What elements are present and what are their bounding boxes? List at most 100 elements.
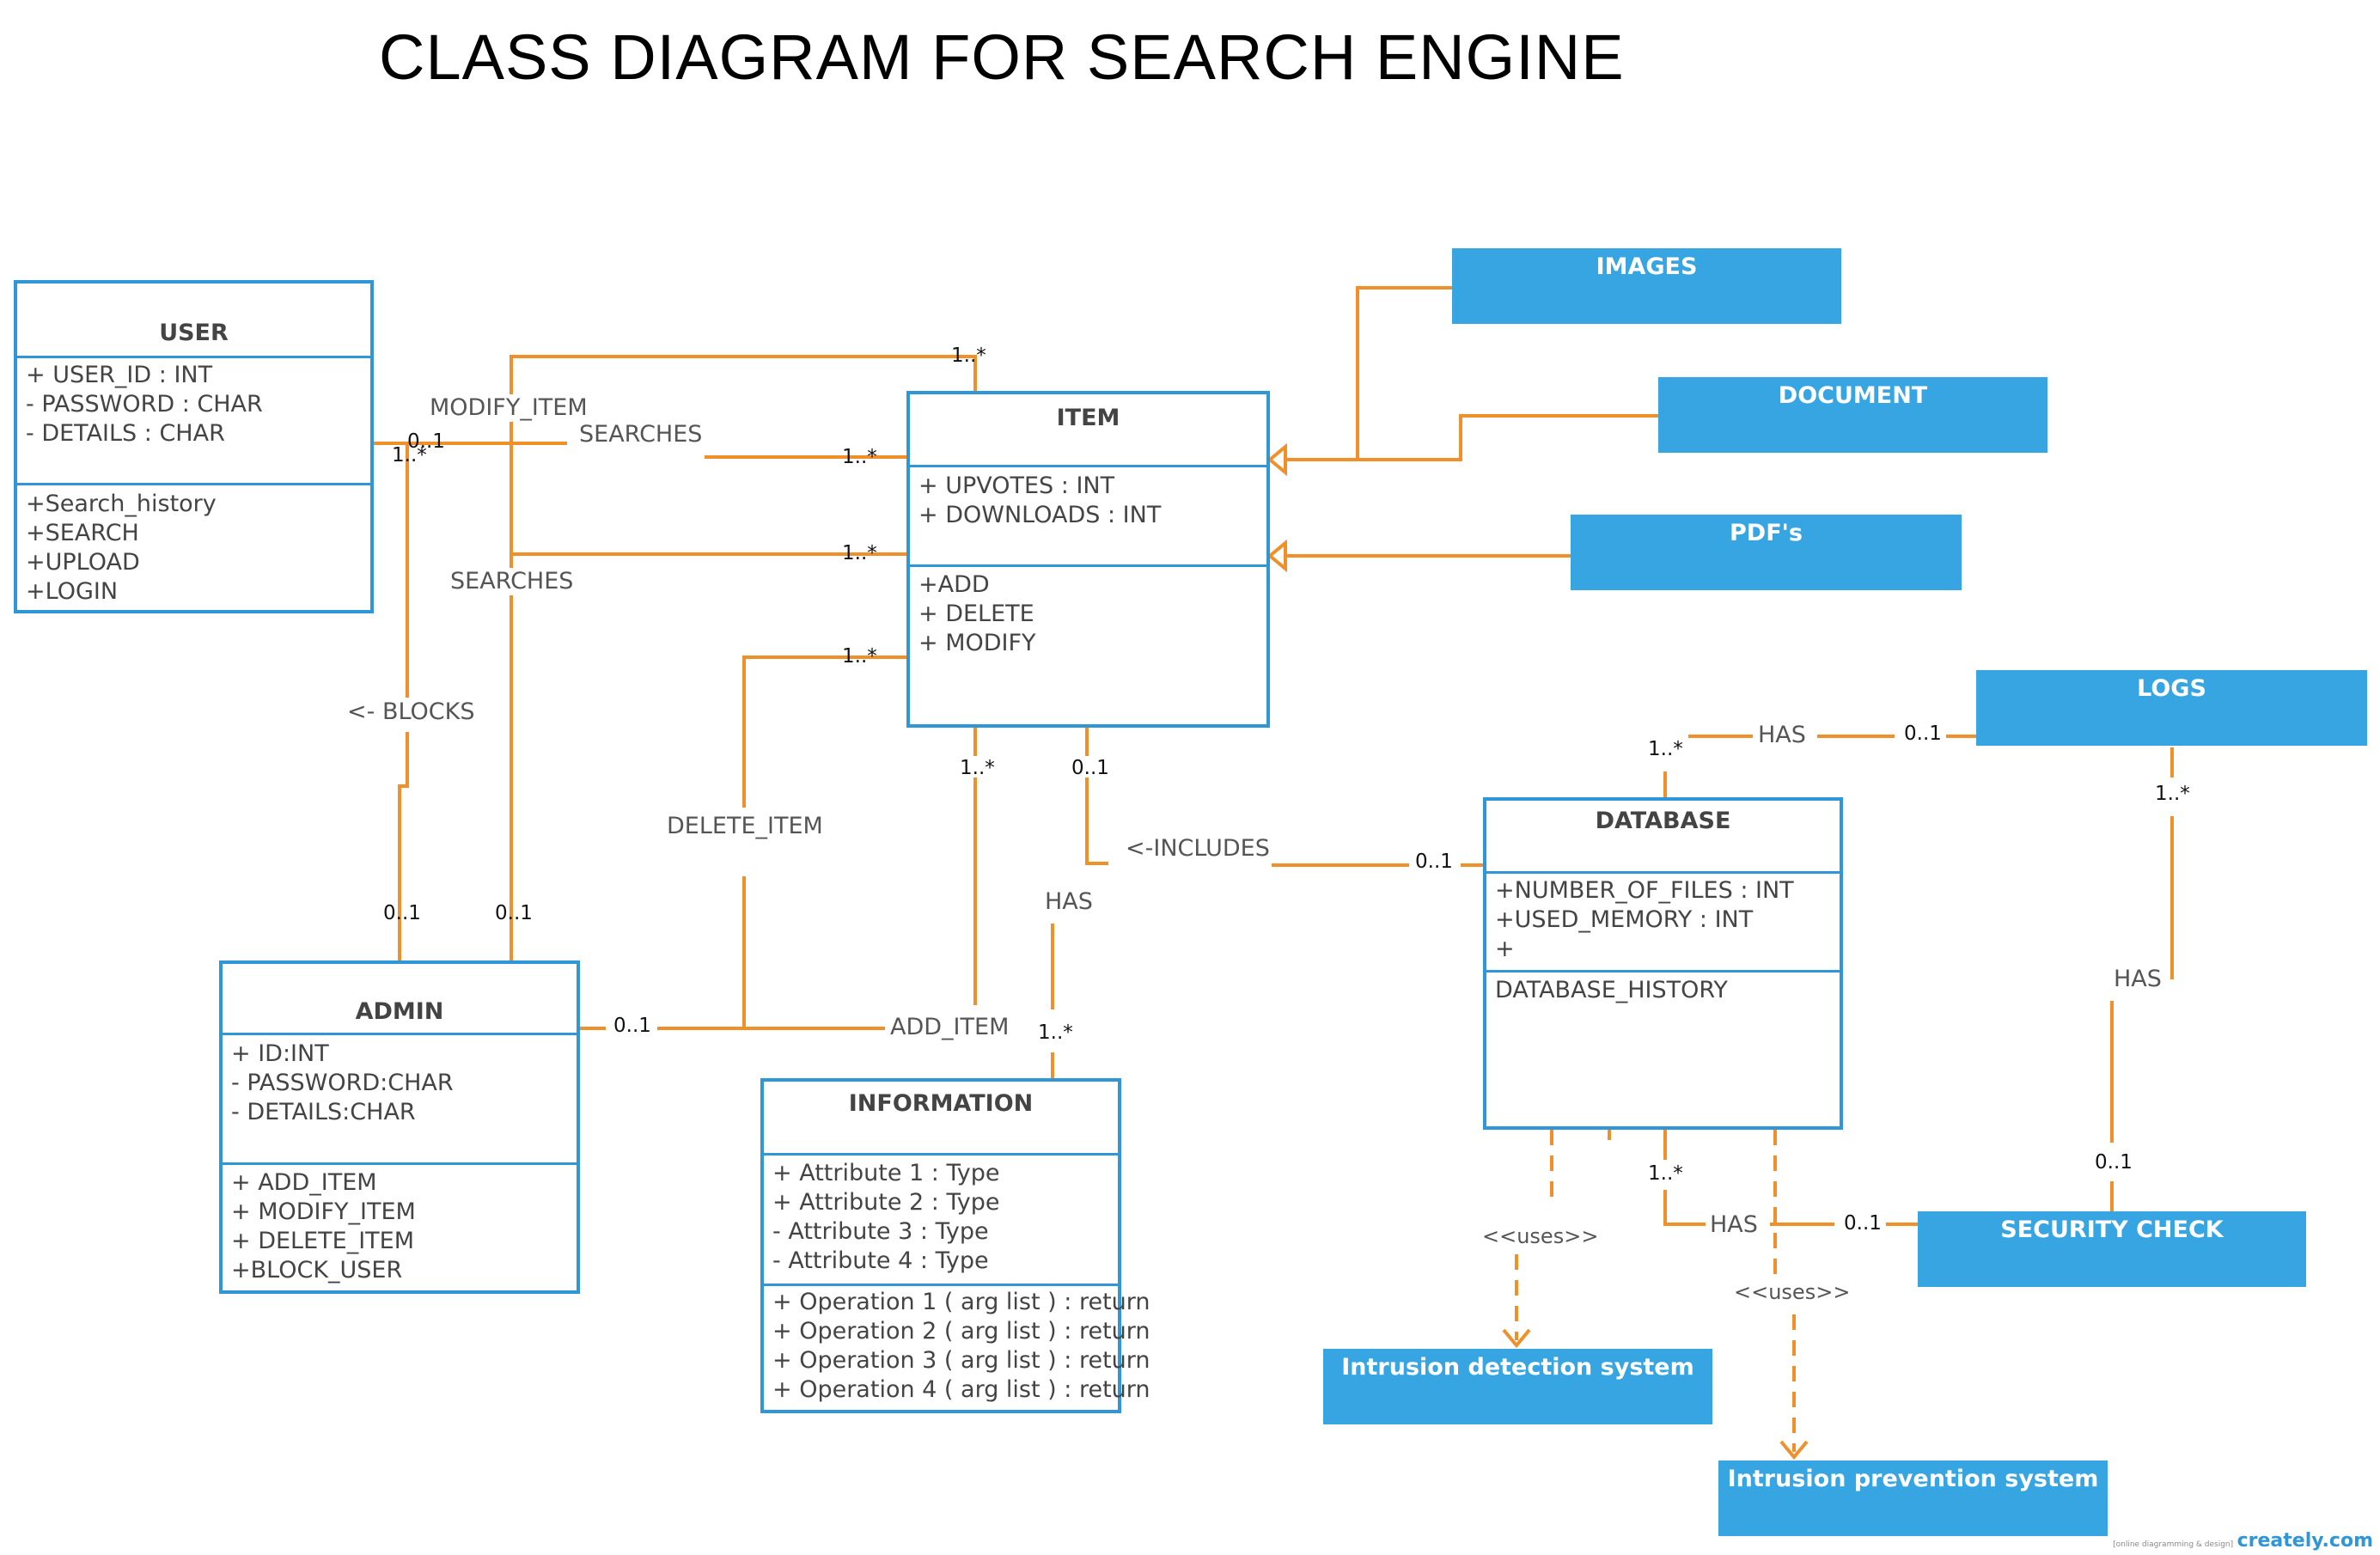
operation: +SEARCH xyxy=(26,520,139,546)
label-modify-item: MODIFY_ITEM xyxy=(426,394,591,422)
multiplicity: 0..1 xyxy=(1415,851,1453,873)
class-name: USER xyxy=(159,320,229,346)
multiplicity: 1..* xyxy=(842,645,877,668)
box-pdfs[interactable]: PDF's xyxy=(1571,515,1962,590)
operation: +UPLOAD xyxy=(26,549,140,576)
ids-arrowhead xyxy=(1502,1328,1531,1349)
class-name: ADMIN xyxy=(355,998,444,1025)
multiplicity: 1..* xyxy=(1038,1021,1073,1044)
ips-arrowhead xyxy=(1779,1440,1809,1460)
class-operations: +Search_history +SEARCH +UPLOAD +LOGIN xyxy=(26,490,217,607)
box-document[interactable]: DOCUMENT xyxy=(1658,377,2047,453)
images-item-generalization-line xyxy=(1356,286,1452,460)
multiplicity: 1..* xyxy=(1648,1162,1683,1185)
label-blocks: <- BLOCKS xyxy=(344,698,479,726)
multiplicity: 0..1 xyxy=(495,902,533,924)
class-attributes: + ID:INT - PASSWORD:CHAR - DETAILS:CHAR xyxy=(231,1040,454,1127)
user-admin-blocks-line-lower xyxy=(398,732,409,960)
class-divider xyxy=(764,1153,1118,1156)
label-has-logs: HAS xyxy=(1754,722,1809,749)
label-has-information: HAS xyxy=(1041,888,1096,916)
class-divider xyxy=(17,483,370,485)
class-divider xyxy=(223,1162,577,1165)
class-operations: + ADD_ITEM + MODIFY_ITEM + DELETE_ITEM +… xyxy=(231,1168,416,1285)
class-divider xyxy=(17,356,370,358)
label-includes: <-INCLUDES xyxy=(1122,835,1273,863)
operation: +Search_history xyxy=(26,491,217,517)
attribute: + UPVOTES : INT xyxy=(918,473,1115,499)
label-delete-item: DELETE_ITEM xyxy=(663,813,827,840)
class-divider xyxy=(1486,970,1840,973)
class-name: INFORMATION xyxy=(848,1090,1034,1117)
arrowheads xyxy=(1502,1328,1809,1460)
admin-item-delete-line xyxy=(742,656,906,808)
page-title: CLASS DIAGRAM FOR SEARCH ENGINE xyxy=(379,21,1625,93)
class-attributes: +NUMBER_OF_FILES : INT +USED_MEMORY : IN… xyxy=(1495,876,1794,964)
multiplicity: 0..1 xyxy=(407,430,445,453)
attribute: - Attribute 4 : Type xyxy=(772,1247,989,1274)
multiplicity: 1..* xyxy=(2155,783,2190,805)
association-lines xyxy=(374,286,2174,1226)
multiplicity: 1..* xyxy=(960,757,995,779)
operation: + Operation 1 ( arg list ) : return xyxy=(772,1289,1150,1315)
box-logs[interactable]: LOGS xyxy=(1976,670,2367,746)
class-operations: + Operation 1 ( arg list ) : return + Op… xyxy=(772,1288,1150,1405)
box-images[interactable]: IMAGES xyxy=(1452,248,1841,324)
class-name: DATABASE xyxy=(1595,808,1731,834)
attribute: - DETAILS : CHAR xyxy=(26,420,225,447)
attribute: - PASSWORD : CHAR xyxy=(26,391,263,418)
class-attributes: + USER_ID : INT - PASSWORD : CHAR - DETA… xyxy=(26,361,263,448)
attribute: + DOWNLOADS : INT xyxy=(918,502,1162,528)
class-information[interactable]: INFORMATION + Attribute 1 : Type + Attri… xyxy=(760,1078,1150,1413)
attribute: - PASSWORD:CHAR xyxy=(231,1070,454,1096)
box-intrusion-prevention[interactable]: Intrusion prevention system xyxy=(1718,1460,2108,1536)
watermark-tagline: [online diagramming & design] xyxy=(2113,1540,2234,1549)
watermark-logo: creately.com xyxy=(2237,1530,2373,1552)
operation: + DELETE_ITEM xyxy=(231,1228,415,1254)
class-name: ITEM xyxy=(1056,405,1120,431)
label-searches-top: SEARCHES xyxy=(576,421,706,448)
label-has-security-horizontal: HAS xyxy=(1706,1211,1761,1239)
multiplicity: 0..1 xyxy=(1904,723,1942,745)
multiplicity: 1..* xyxy=(951,345,986,367)
operation: DATABASE_HISTORY xyxy=(1495,977,1728,1003)
multiplicity: 1..* xyxy=(842,542,877,564)
class-divider xyxy=(764,1284,1118,1286)
class-item[interactable]: ITEM + UPVOTES : INT + DOWNLOADS : INT +… xyxy=(906,391,1270,728)
multiplicity: 1..* xyxy=(392,444,427,466)
label-add-item: ADD_ITEM xyxy=(887,1014,1013,1041)
multiplicity: 0..1 xyxy=(383,902,421,924)
multiplicity: 1..* xyxy=(1648,738,1683,760)
generalization-triangle-bottom xyxy=(1266,539,1287,573)
operation: + MODIFY xyxy=(918,630,1036,656)
attribute: +USED_MEMORY : INT xyxy=(1495,906,1754,933)
attribute: + xyxy=(1495,936,1515,962)
class-divider xyxy=(910,564,1266,567)
attribute: + Attribute 1 : Type xyxy=(772,1160,1000,1186)
multiplicity: 0..1 xyxy=(613,1015,651,1037)
class-divider xyxy=(1486,871,1840,874)
class-divider xyxy=(910,465,1266,467)
attribute: + ID:INT xyxy=(231,1040,329,1067)
multiplicity: 0..1 xyxy=(1071,757,1109,779)
operation: +ADD xyxy=(918,571,990,598)
database-security-has-line-mid xyxy=(1663,1190,1706,1226)
dependency-lines xyxy=(1515,1130,1796,1452)
class-operations: +ADD + DELETE + MODIFY xyxy=(918,570,1036,658)
box-intrusion-detection[interactable]: Intrusion detection system xyxy=(1323,1349,1712,1424)
operation: +BLOCK_USER xyxy=(231,1257,403,1284)
class-user[interactable]: USER + USER_ID : INT - PASSWORD : CHAR -… xyxy=(14,280,374,613)
class-database[interactable]: DATABASE +NUMBER_OF_FILES : INT +USED_ME… xyxy=(1483,797,1843,1130)
box-security-check[interactable]: SECURITY CHECK xyxy=(1918,1211,2306,1287)
multiplicity: 0..1 xyxy=(2095,1151,2133,1174)
operation: + Operation 3 ( arg list ) : return xyxy=(772,1347,1150,1374)
creately-watermark: [online diagramming & design] creately.c… xyxy=(2113,1530,2373,1552)
attribute: +NUMBER_OF_FILES : INT xyxy=(1495,877,1794,904)
class-admin[interactable]: ADMIN + ID:INT - PASSWORD:CHAR - DETAILS… xyxy=(219,960,580,1294)
attribute: - Attribute 3 : Type xyxy=(772,1218,989,1245)
label-has-security-vertical: HAS xyxy=(2110,966,2165,993)
operation: + Operation 2 ( arg list ) : return xyxy=(772,1318,1150,1345)
operation: +LOGIN xyxy=(26,578,119,605)
attribute: + Attribute 2 : Type xyxy=(772,1189,1000,1216)
